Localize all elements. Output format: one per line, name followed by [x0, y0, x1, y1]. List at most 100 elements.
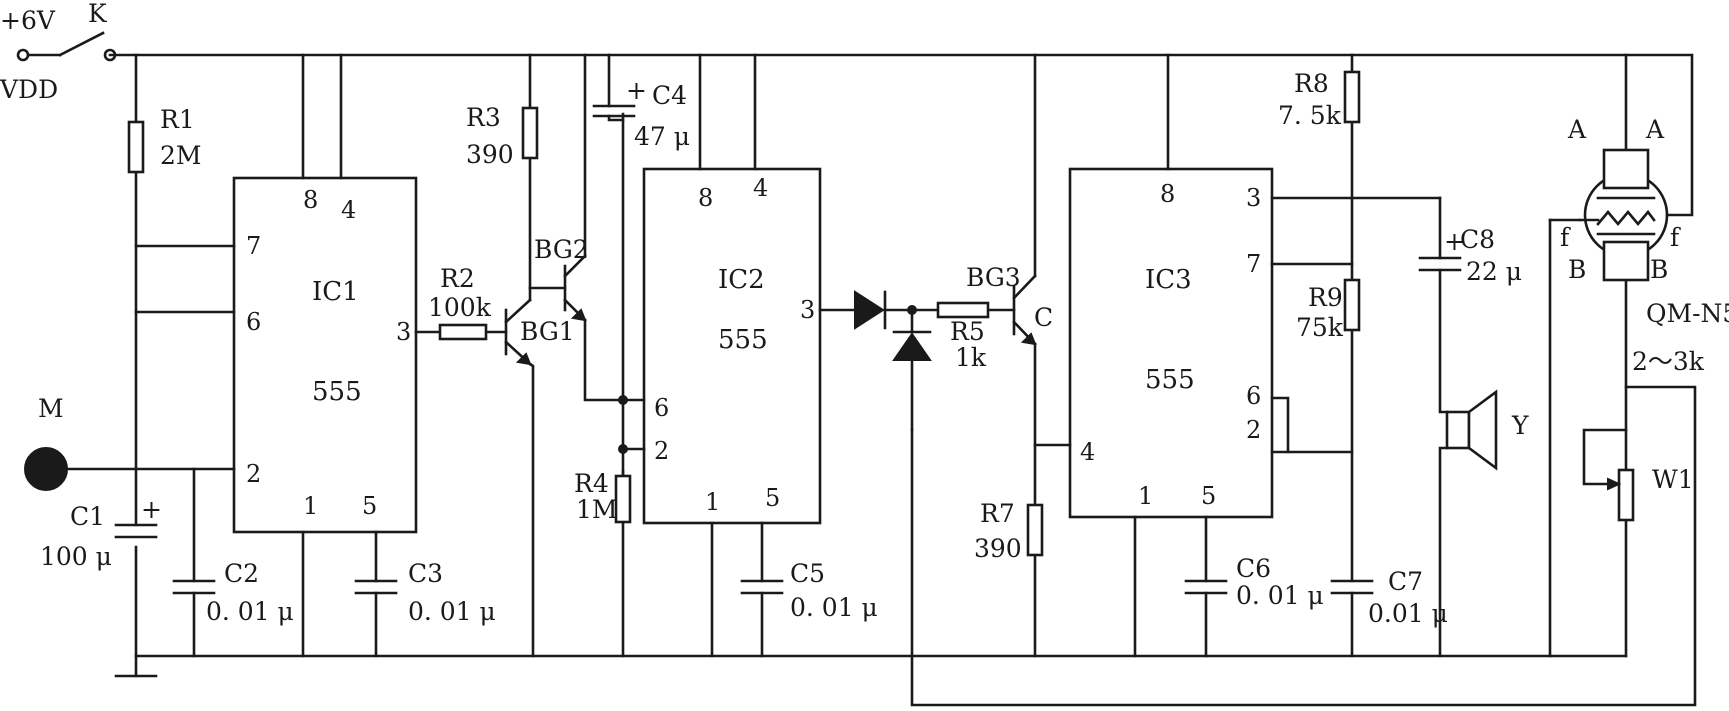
ic2-pin-2: 2	[654, 437, 669, 465]
sensor-pin-f-left: f	[1560, 223, 1571, 252]
speaker-icon	[1445, 389, 1498, 471]
r7-name: R7	[980, 499, 1015, 528]
r4-name: R4	[574, 469, 609, 498]
ic2-pin-6: 6	[654, 394, 669, 422]
ic3-pin-2: 2	[1246, 416, 1261, 444]
ic3-pin-8: 8	[1160, 180, 1175, 208]
bg1-emitter-arrow-icon	[515, 352, 532, 366]
c4-value: 47 μ	[634, 122, 690, 151]
ic3-block	[1068, 167, 1274, 519]
c6-capacitor	[1184, 579, 1228, 595]
ic2-pin-8: 8	[698, 184, 713, 212]
ic1-pin-6: 6	[246, 308, 261, 336]
sensor-pin-f-right: f	[1670, 223, 1681, 252]
wiring	[66, 53, 1697, 707]
r7-value: 390	[974, 534, 1022, 563]
r9-name: R9	[1308, 283, 1343, 312]
r8-name: R8	[1294, 69, 1329, 98]
w1-potentiometer-icon	[1607, 468, 1635, 522]
bg3-emitter-arrow-icon	[1020, 332, 1037, 346]
ic3-pin-5: 5	[1201, 482, 1216, 510]
c8-capacitor	[1418, 256, 1462, 272]
r9-value: 75k	[1296, 313, 1344, 342]
c8-name: C8	[1460, 225, 1495, 254]
switch-label: K	[88, 0, 108, 28]
c4-name: C4	[652, 81, 687, 110]
mic-label: M	[38, 394, 64, 423]
ic3-pin-3: 3	[1246, 184, 1261, 212]
r3-value: 390	[466, 140, 514, 169]
ic1-pin-3: 3	[396, 318, 411, 346]
gas-sensor-icon	[1578, 148, 1669, 282]
sensor-range-label: 2～3k	[1632, 347, 1705, 376]
series-diode-icon	[854, 290, 887, 330]
ic3-pin-7: 7	[1246, 250, 1261, 278]
ic1-pin-5: 5	[362, 492, 377, 520]
c7-name: C7	[1388, 567, 1423, 596]
ic1-block	[232, 176, 418, 534]
r3-resistor	[521, 106, 539, 160]
r9-resistor	[1343, 278, 1361, 332]
ic1-pin-2: 2	[246, 460, 261, 488]
bg1-label: BG1	[520, 317, 575, 346]
ic2-name: IC2	[718, 265, 765, 295]
c3-capacitor	[354, 579, 398, 595]
c2-name: C2	[224, 559, 259, 588]
c7-value: 0.01 μ	[1368, 599, 1448, 628]
speaker-label: Y	[1511, 411, 1529, 440]
sensor-pin-b-left: B	[1568, 255, 1586, 284]
r2-resistor	[438, 323, 488, 341]
r8-value: 7. 5k	[1278, 101, 1342, 130]
c2-value: 0. 01 μ	[206, 597, 294, 626]
c1-capacitor	[114, 523, 158, 539]
c4-capacitor	[592, 104, 636, 118]
r4-resistor	[614, 474, 632, 524]
c7-capacitor	[1330, 579, 1374, 595]
bg3-collector-label: C	[1034, 303, 1053, 332]
power-switch	[16, 31, 117, 62]
ic1-name: IC1	[312, 277, 359, 307]
microphone-icon	[24, 447, 68, 491]
w1-label: W1	[1652, 465, 1694, 494]
ic3-type: 555	[1145, 365, 1195, 395]
c8-plus: +	[1444, 227, 1465, 256]
ic1-pin-8: 8	[303, 186, 318, 214]
ic2-type: 555	[718, 325, 768, 355]
r8-resistor	[1343, 70, 1361, 124]
r5-resistor	[936, 301, 990, 319]
ic1-pin-7: 7	[246, 232, 261, 260]
c6-name: C6	[1236, 554, 1271, 583]
c5-name: C5	[790, 559, 825, 588]
r2-value: 100k	[428, 293, 492, 322]
r1-name: R1	[160, 105, 195, 134]
bg2-label: BG2	[534, 235, 589, 264]
r3-name: R3	[466, 103, 501, 132]
c8-value: 22 μ	[1466, 257, 1522, 286]
c6-value: 0. 01 μ	[1236, 581, 1324, 610]
ic3-pin-6: 6	[1246, 382, 1261, 410]
ic2-pin-3: 3	[800, 296, 815, 324]
c1-plus: +	[141, 495, 162, 524]
c3-name: C3	[408, 559, 443, 588]
rail-label: VDD	[0, 75, 58, 104]
ic3-name: IC3	[1145, 265, 1192, 295]
supply-voltage-label: +6V	[0, 6, 56, 35]
bg2-emitter-arrow-icon	[570, 308, 587, 322]
r2-name: R2	[440, 264, 475, 293]
c5-capacitor	[740, 579, 784, 595]
c1-name: C1	[70, 502, 105, 531]
ic2-pin-5: 5	[765, 484, 780, 512]
ic1-pin-1: 1	[303, 492, 318, 520]
sensor-pin-a-left: A	[1567, 115, 1587, 144]
ic3-pin-4: 4	[1080, 438, 1095, 466]
r1-value: 2M	[160, 141, 202, 170]
bg3-label: BG3	[966, 263, 1021, 292]
sensor-pin-b-right: B	[1650, 255, 1668, 284]
c4-plus: +	[626, 76, 647, 105]
r5-name: R5	[950, 317, 985, 346]
clamp-diode-icon	[892, 330, 932, 432]
r4-value: 1M	[576, 495, 618, 524]
ic2-block	[642, 167, 822, 525]
r1-resistor	[127, 120, 145, 174]
